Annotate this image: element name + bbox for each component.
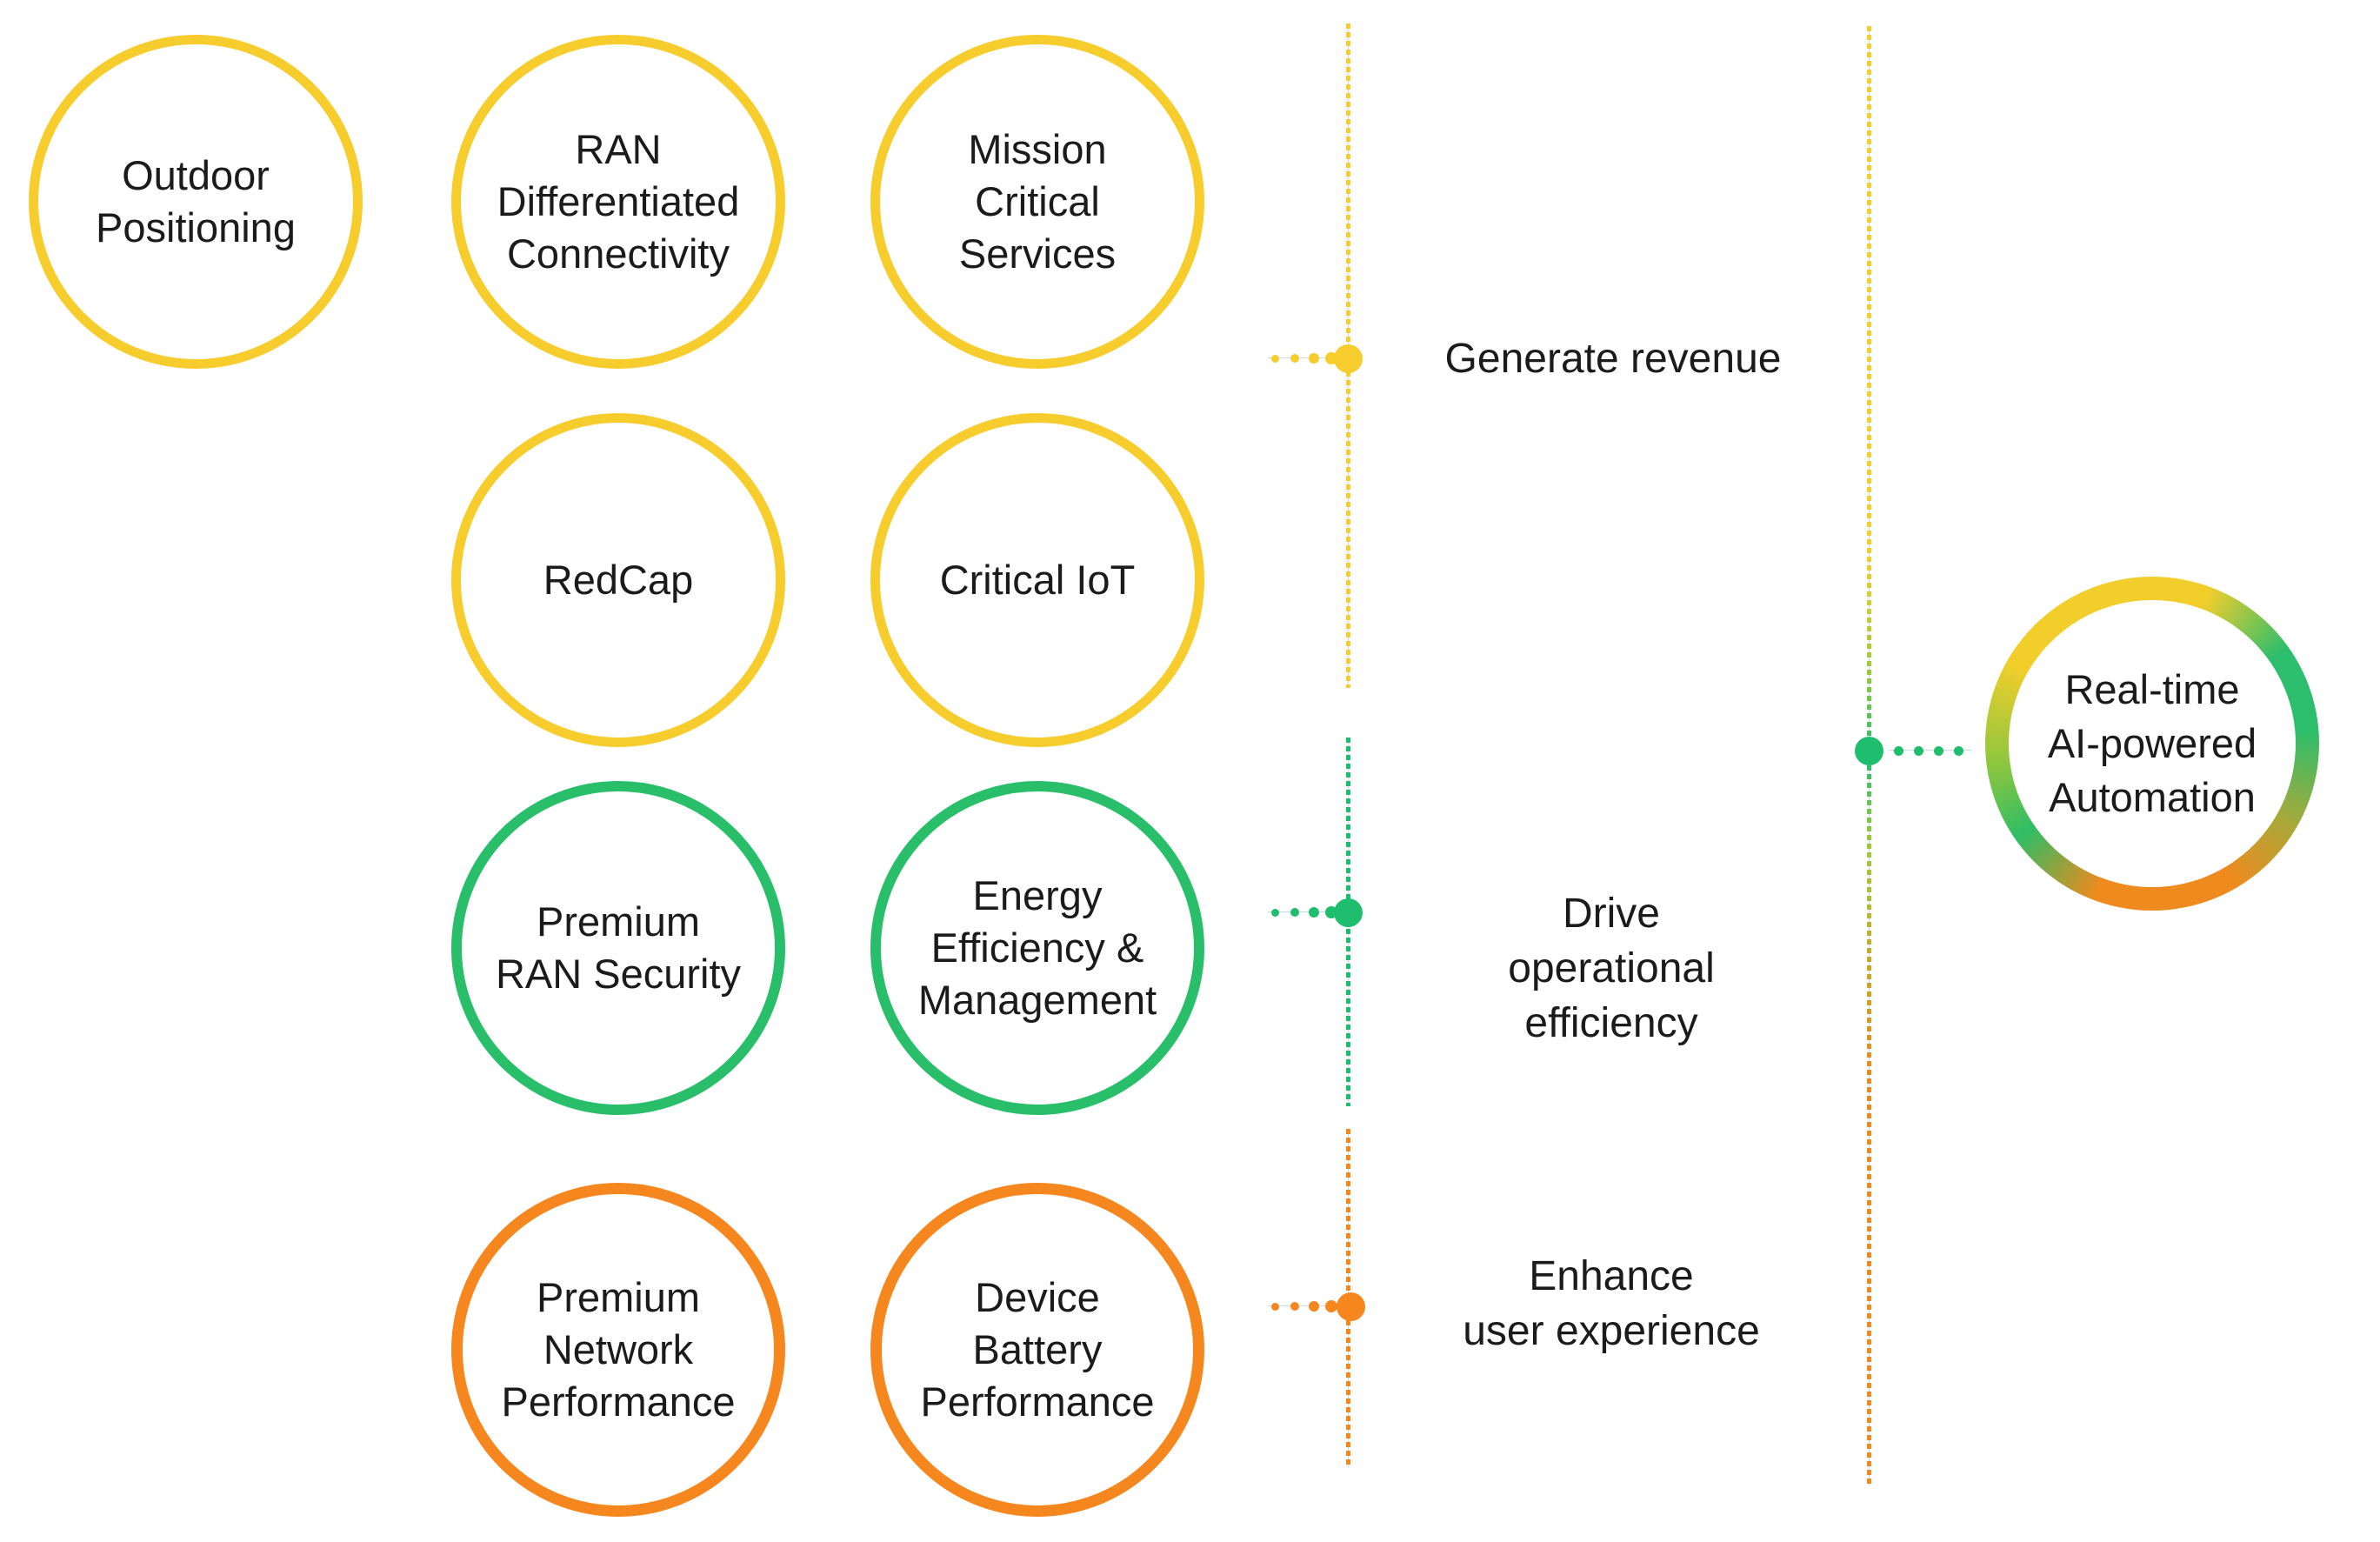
circle-premium-network-performance: Premium Network Performance xyxy=(451,1183,785,1517)
circle-realtime-ai-automation: Real-time AI-powered Automation xyxy=(1985,577,2319,911)
circle-premium-ran-security: Premium RAN Security xyxy=(451,781,785,1115)
trail-leader-line xyxy=(1268,357,1341,358)
label-drive-operational-efficiency: Drive operational efficiency xyxy=(1508,891,1715,1046)
junction-dot-drive-efficiency xyxy=(1334,898,1363,927)
dotted-trail-automation xyxy=(1889,744,1971,758)
junction-dot-automation xyxy=(1855,737,1883,765)
circle-device-battery-performance: Device Battery Performance xyxy=(870,1183,1204,1517)
dotted-trail-drive-efficiency xyxy=(1268,905,1341,919)
junction-dot-enhance-experience xyxy=(1337,1292,1365,1321)
circle-ran-differentiated-connectivity: RAN Differentiated Connectivity xyxy=(451,35,785,369)
junction-dot-generate-revenue xyxy=(1334,344,1363,373)
circle-mission-critical-services: Mission Critical Services xyxy=(870,35,1204,369)
label-enhance-user-experience: Enhance user experience xyxy=(1463,1253,1760,1354)
realtime-ai-automation-label: Real-time AI-powered Automation xyxy=(2009,600,2296,887)
dotted-trail-enhance-experience xyxy=(1268,1299,1341,1313)
label-generate-revenue: Generate revenue xyxy=(1444,336,1782,382)
circle-redcap: RedCap xyxy=(451,413,785,747)
trail-leader-line xyxy=(1268,1305,1341,1306)
circle-critical-iot: Critical IoT xyxy=(870,413,1204,747)
trail-leader-line xyxy=(1889,750,1971,751)
circle-energy-efficiency-management: Energy Efficiency & Management xyxy=(870,781,1204,1115)
dotted-trail-generate-revenue xyxy=(1268,351,1341,365)
trail-leader-line xyxy=(1268,911,1341,912)
circle-outdoor-positioning: Outdoor Positioning xyxy=(29,35,363,369)
